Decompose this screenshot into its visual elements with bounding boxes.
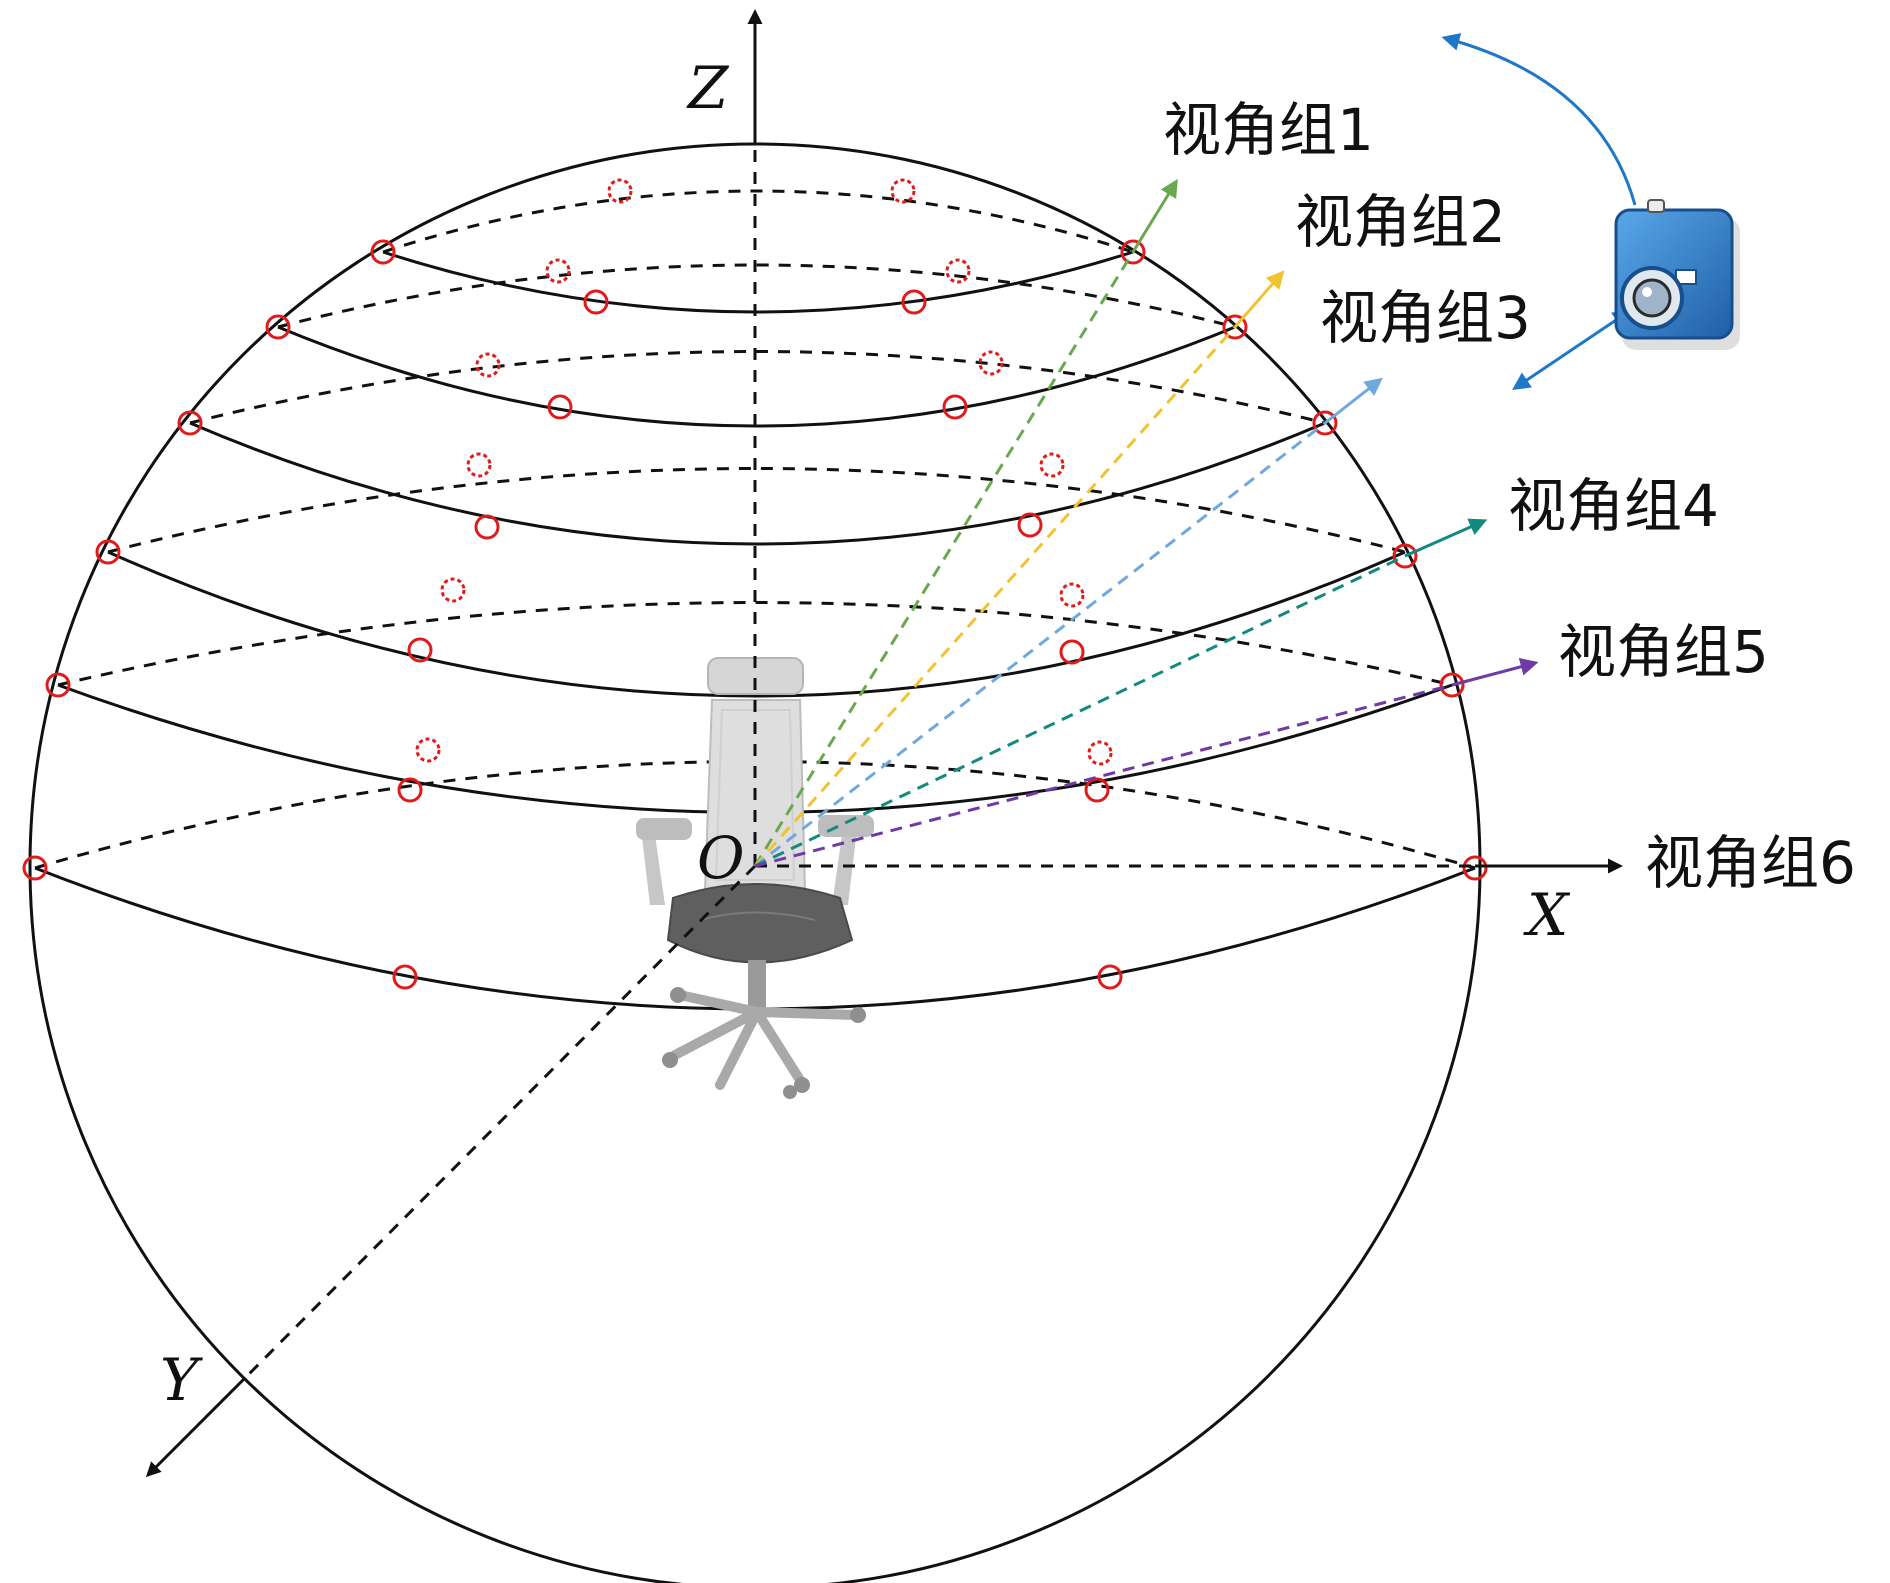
viewpoint-marker	[22, 855, 48, 881]
group-1-dashed-ray	[753, 251, 1135, 867]
group-label-2: 视角组2	[1295, 188, 1506, 256]
group-label-4: 视角组4	[1508, 472, 1719, 540]
viewpoint-markers	[22, 178, 1488, 990]
viewpoint-marker-back	[978, 350, 1004, 376]
viewpoint-marker-back	[466, 452, 492, 478]
axes	[145, 9, 1623, 1478]
group-label-3: 视角组3	[1320, 284, 1531, 352]
x-axis-label: X	[1523, 881, 1571, 949]
y-axis-inner	[243, 864, 757, 1380]
group-label-1: 视角组1	[1163, 96, 1374, 164]
viewpoint-marker	[370, 239, 396, 265]
viewpoint-marker	[1097, 964, 1123, 990]
viewpoint-marker	[942, 394, 968, 420]
group-5-arrow	[1451, 657, 1539, 687]
viewpoint-marker	[1462, 855, 1488, 881]
group-2-arrow	[1233, 270, 1285, 328]
group-1-arrow	[1131, 178, 1178, 253]
viewpoint-marker	[407, 637, 433, 663]
viewpoint-marker-back	[890, 178, 916, 204]
viewpoint-marker-back	[1039, 452, 1065, 478]
ring-5-back	[57, 601, 1453, 687]
viewpoint-marker	[583, 289, 609, 315]
viewpoint-marker-back	[945, 258, 971, 284]
y-axis-outer	[145, 1376, 247, 1478]
viewpoint-marker	[95, 539, 121, 565]
viewpoint-marker-back	[1087, 740, 1113, 766]
viewpoint-marker-back	[440, 577, 466, 603]
camera-icon	[1614, 199, 1740, 350]
view-direction-arrows	[753, 178, 1539, 868]
viewpoint-marker	[45, 672, 71, 698]
group-5-dashed-ray	[754, 683, 1453, 868]
ring-2-back	[277, 263, 1236, 329]
ring-1-back	[382, 189, 1134, 254]
viewpoint-marker	[1392, 543, 1418, 569]
group-3-arrow	[1324, 377, 1383, 425]
viewpoint-marker	[392, 964, 418, 990]
ring-3-front	[189, 421, 1326, 546]
viewpoint-marker-back	[475, 352, 501, 378]
viewpoint-marker	[1059, 639, 1085, 665]
group-3-dashed-ray	[754, 421, 1326, 868]
y-axis-label: Y	[160, 1346, 203, 1414]
viewpoint-marker-back	[1059, 582, 1085, 608]
camera-orbit-arrow	[1441, 33, 1637, 206]
group-4-arrow	[1404, 518, 1488, 558]
camera-motion-arrows	[1441, 33, 1637, 391]
group-label-6: 视角组6	[1645, 829, 1856, 897]
viewpoint-marker-back	[545, 258, 571, 284]
viewpoint-marker	[1017, 512, 1043, 538]
viewpoint-marker	[474, 514, 500, 540]
viewpoint-marker-back	[607, 178, 633, 204]
viewpoint-marker	[1084, 777, 1110, 803]
origin-label: O	[697, 824, 745, 892]
viewpoint-marker	[547, 394, 573, 420]
viewpoint-marker	[177, 410, 203, 436]
group-label-5: 视角组5	[1558, 618, 1769, 686]
ring-4-front	[107, 550, 1406, 698]
viewpoint-marker	[901, 289, 927, 315]
group-2-dashed-ray	[753, 326, 1237, 867]
viewpoint-marker-back	[415, 737, 441, 763]
viewpoint-marker	[397, 777, 423, 803]
viewpoint-marker	[1222, 314, 1248, 340]
group-4-dashed-ray	[754, 554, 1406, 868]
z-axis-label: Z	[686, 54, 730, 122]
ring-3-back	[189, 350, 1326, 425]
viewpoint-marker	[1312, 410, 1338, 436]
viewpoint-marker	[1120, 239, 1146, 265]
viewpoint-marker	[265, 314, 291, 340]
camera-depth-arrow	[1512, 309, 1631, 391]
viewpoint-marker	[1439, 672, 1465, 698]
